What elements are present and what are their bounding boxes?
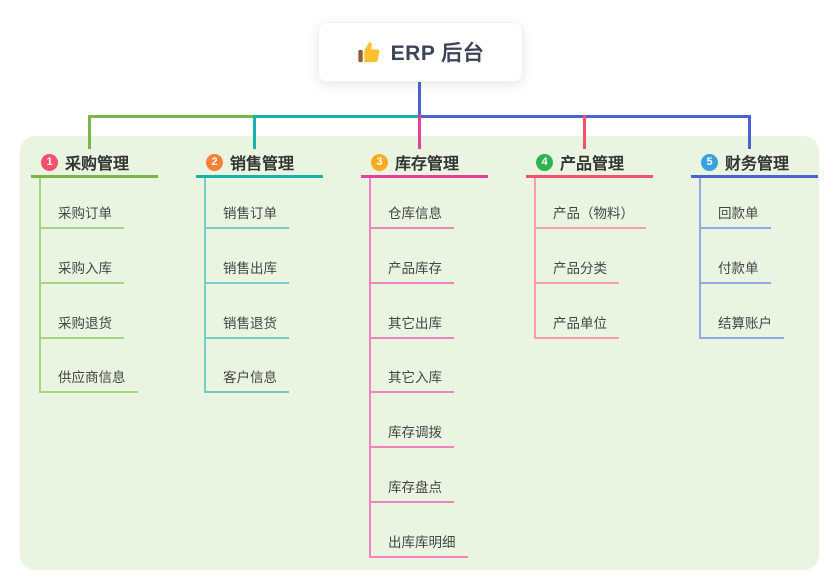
thumbs-up-icon [357,40,382,65]
child-node[interactable]: 采购入库 [39,256,124,284]
branch-drop-line [88,115,91,149]
branch-number-badge: 3 [371,153,388,171]
child-node[interactable]: 产品分类 [534,256,619,284]
child-spine-line [534,178,536,339]
branch-title: 产品管理 [560,156,625,173]
branch-drop-line [418,115,421,149]
child-node[interactable]: 销售出库 [204,256,289,284]
child-node[interactable]: 产品库存 [369,256,454,284]
branch-drop-line [748,115,751,149]
child-spine-line [369,178,371,558]
child-node[interactable]: 其它入库 [369,365,454,394]
child-spine-line [204,178,206,394]
root-node-label: ERP 后台 [390,42,485,65]
branch-number-badge: 2 [206,153,223,171]
child-node[interactable]: 客户信息 [204,365,289,394]
child-spine-line [699,178,701,339]
child-node[interactable]: 产品（物料） [534,201,646,229]
branch-title: 销售管理 [230,156,295,173]
child-node[interactable]: 结算账户 [699,311,784,339]
child-node[interactable]: 库存调拨 [369,420,454,449]
root-stem-line [418,82,421,118]
branch-number-badge: 4 [536,153,553,171]
rail-segment-mid-left [253,115,419,118]
branch-drop-line [253,115,256,149]
child-node[interactable]: 付款单 [699,256,771,284]
branch-number-badge: 5 [701,153,718,171]
child-node[interactable]: 采购退货 [39,311,124,339]
child-node[interactable]: 销售退货 [204,311,289,339]
child-node[interactable]: 供应商信息 [39,365,138,394]
branch-title: 采购管理 [65,156,130,173]
branch-number-badge: 1 [41,153,58,171]
branch-node-1[interactable]: 1 采购管理 [31,149,158,178]
child-spine-line [39,178,41,394]
branch-title: 财务管理 [725,156,790,173]
branch-drop-line [583,115,586,149]
child-node[interactable]: 仓库信息 [369,201,454,229]
child-node[interactable]: 采购订单 [39,201,124,229]
branch-node-3[interactable]: 3 库存管理 [361,149,488,178]
branch-node-2[interactable]: 2 销售管理 [196,149,323,178]
child-node[interactable]: 库存盘点 [369,475,454,503]
child-node[interactable]: 其它出库 [369,311,454,339]
child-node[interactable]: 出库库明细 [369,530,468,558]
branch-title: 库存管理 [395,156,460,173]
root-node[interactable]: ERP 后台 [318,22,523,82]
child-node[interactable]: 回款单 [699,201,771,229]
branch-panel [20,136,819,570]
branch-node-4[interactable]: 4 产品管理 [526,149,653,178]
child-node[interactable]: 销售订单 [204,201,289,229]
branch-node-5[interactable]: 5 财务管理 [691,149,818,178]
child-node[interactable]: 产品单位 [534,311,619,339]
rail-segment-left [88,115,254,118]
